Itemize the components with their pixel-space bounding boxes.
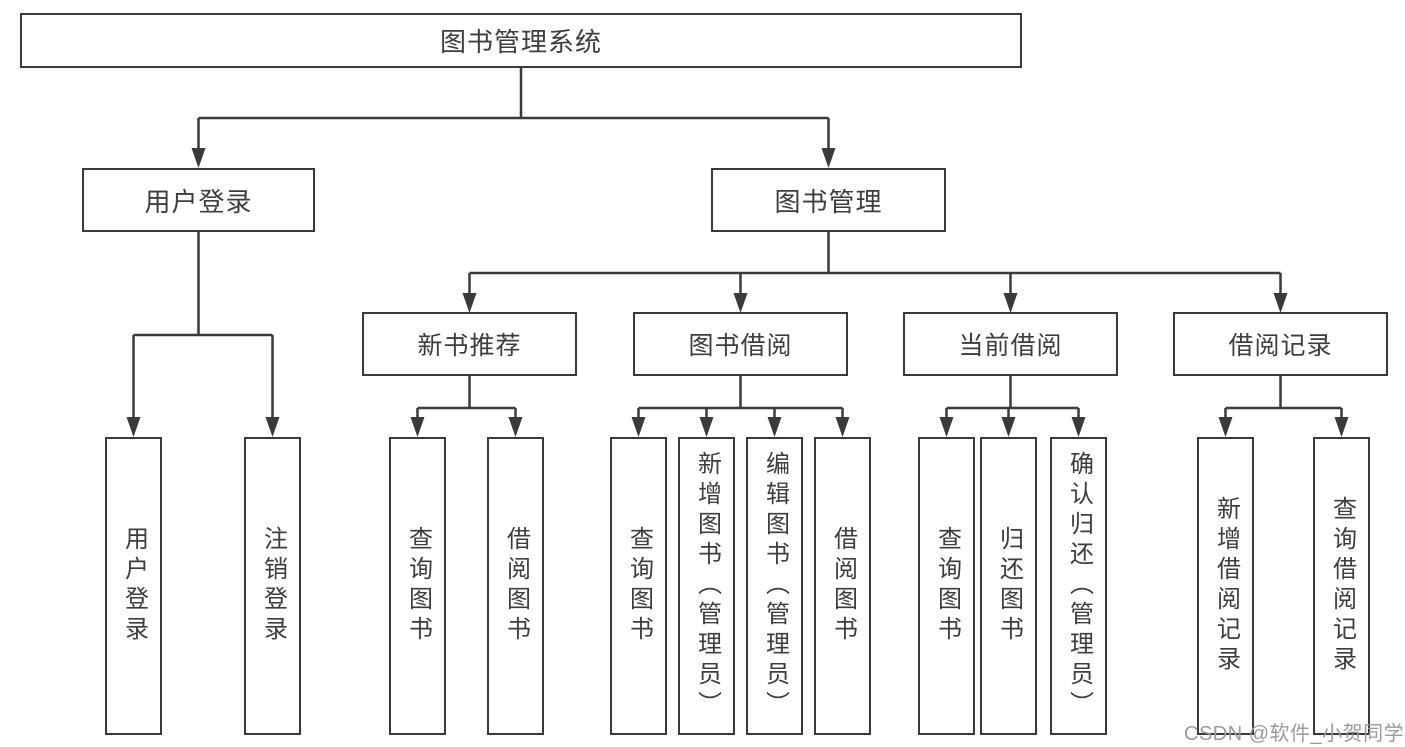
leaf-borrowing-query-books-label: 查询图书 [625,526,653,646]
node-book-borrowing: 图书借阅 [633,312,848,376]
node-user-login: 用户登录 [82,168,315,232]
leaf-records-add-borrow-record-label: 新增借阅记录 [1212,496,1240,676]
leaf-borrowing-add-books-admin-label: 新增图书（管理员） [693,451,721,721]
leaf-recommend-query-books-label: 查询图书 [404,526,432,646]
leaf-borrowing-borrow-books-label: 借阅图书 [829,526,857,646]
node-borrowing-records-label: 借阅记录 [1228,332,1333,360]
node-root: 图书管理系统 [20,13,1022,68]
node-book-management: 图书管理 [711,168,946,232]
node-new-book-recommendation: 新书推荐 [362,312,577,376]
leaf-logout-label: 注销登录 [259,526,287,646]
leaf-records-query-borrow-record-label: 查询借阅记录 [1328,496,1356,676]
leaf-current-query-books-label: 查询图书 [933,526,961,646]
leaf-current-confirm-return-admin-label: 确认归还（管理员） [1065,451,1093,721]
node-book-management-label: 图书管理 [774,186,883,217]
node-book-borrowing-label: 图书借阅 [688,332,793,360]
node-new-book-recommendation-label: 新书推荐 [417,332,522,360]
node-current-borrowing: 当前借阅 [903,312,1118,376]
leaf-current-query-books: 查询图书 [918,437,975,735]
node-user-login-label: 用户登录 [144,186,253,217]
leaf-recommend-query-books: 查询图书 [389,437,446,735]
leaf-records-add-borrow-record: 新增借阅记录 [1197,437,1254,735]
leaf-user-login: 用户登录 [105,437,162,735]
leaf-user-login-label: 用户登录 [120,526,148,646]
node-borrowing-records: 借阅记录 [1173,312,1388,376]
leaf-current-return-books: 归还图书 [980,437,1037,735]
leaf-borrowing-borrow-books: 借阅图书 [814,437,871,735]
leaf-recommend-borrow-books: 借阅图书 [487,437,544,735]
node-current-borrowing-label: 当前借阅 [958,332,1063,360]
leaf-current-confirm-return-admin: 确认归还（管理员） [1050,437,1107,735]
leaf-borrowing-edit-books-admin-label: 编辑图书（管理员） [761,451,789,721]
leaf-borrowing-add-books-admin: 新增图书（管理员） [678,437,735,735]
leaf-borrowing-query-books: 查询图书 [610,437,667,735]
leaf-recommend-borrow-books-label: 借阅图书 [502,526,530,646]
leaf-logout: 注销登录 [244,437,301,735]
node-root-label: 图书管理系统 [439,27,602,57]
leaf-records-query-borrow-record: 查询借阅记录 [1313,437,1370,735]
leaf-current-return-books-label: 归还图书 [995,526,1023,646]
csdn-watermark: CSDN @软件_小贺同学 [1184,723,1405,745]
leaf-borrowing-edit-books-admin: 编辑图书（管理员） [746,437,803,735]
arrowheads [126,148,1349,437]
